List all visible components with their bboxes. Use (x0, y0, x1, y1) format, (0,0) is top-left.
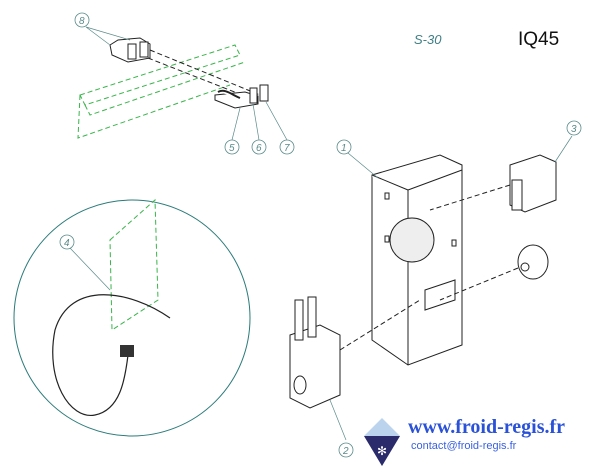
mounting-rail (77, 44, 246, 139)
callouts: 8 5 6 7 1 3 4 2 (59, 12, 582, 458)
svg-text:✻: ✻ (377, 444, 387, 458)
connector-part-8 (109, 37, 261, 101)
detail-circle (13, 198, 251, 437)
callout-number: 7 (284, 143, 290, 154)
callout-5: 5 (224, 139, 240, 155)
knob-part (439, 244, 549, 301)
callout-2: 2 (338, 442, 354, 458)
terminal-parts-5-6-7 (214, 84, 269, 109)
website-link[interactable]: www.froid-regis.fr (408, 416, 566, 438)
model-label: IQ45 (518, 29, 560, 50)
callout-3: 3 (566, 120, 582, 136)
callout-6: 6 (251, 139, 267, 155)
reference-label: S-30 (414, 32, 442, 47)
callout-4: 4 (59, 234, 75, 250)
callout-number: 6 (256, 143, 262, 154)
callout-8: 8 (74, 12, 90, 28)
housing-part-1 (371, 154, 463, 366)
callout-1: 1 (336, 139, 352, 155)
email-link[interactable]: contact@froid-regis.fr (411, 440, 517, 452)
callout-number: 1 (341, 143, 347, 154)
callout-number: 2 (342, 446, 349, 457)
callout-number: 4 (64, 238, 70, 249)
callout-number: 3 (571, 124, 577, 135)
froid-regis-logo: ✻ (364, 418, 400, 466)
switch-part-2 (289, 296, 421, 409)
relay-part-3 (429, 154, 557, 213)
callout-number: 8 (79, 16, 85, 27)
callout-number: 5 (229, 143, 235, 154)
leader-lines (69, 26, 573, 441)
callout-7: 7 (279, 139, 295, 155)
